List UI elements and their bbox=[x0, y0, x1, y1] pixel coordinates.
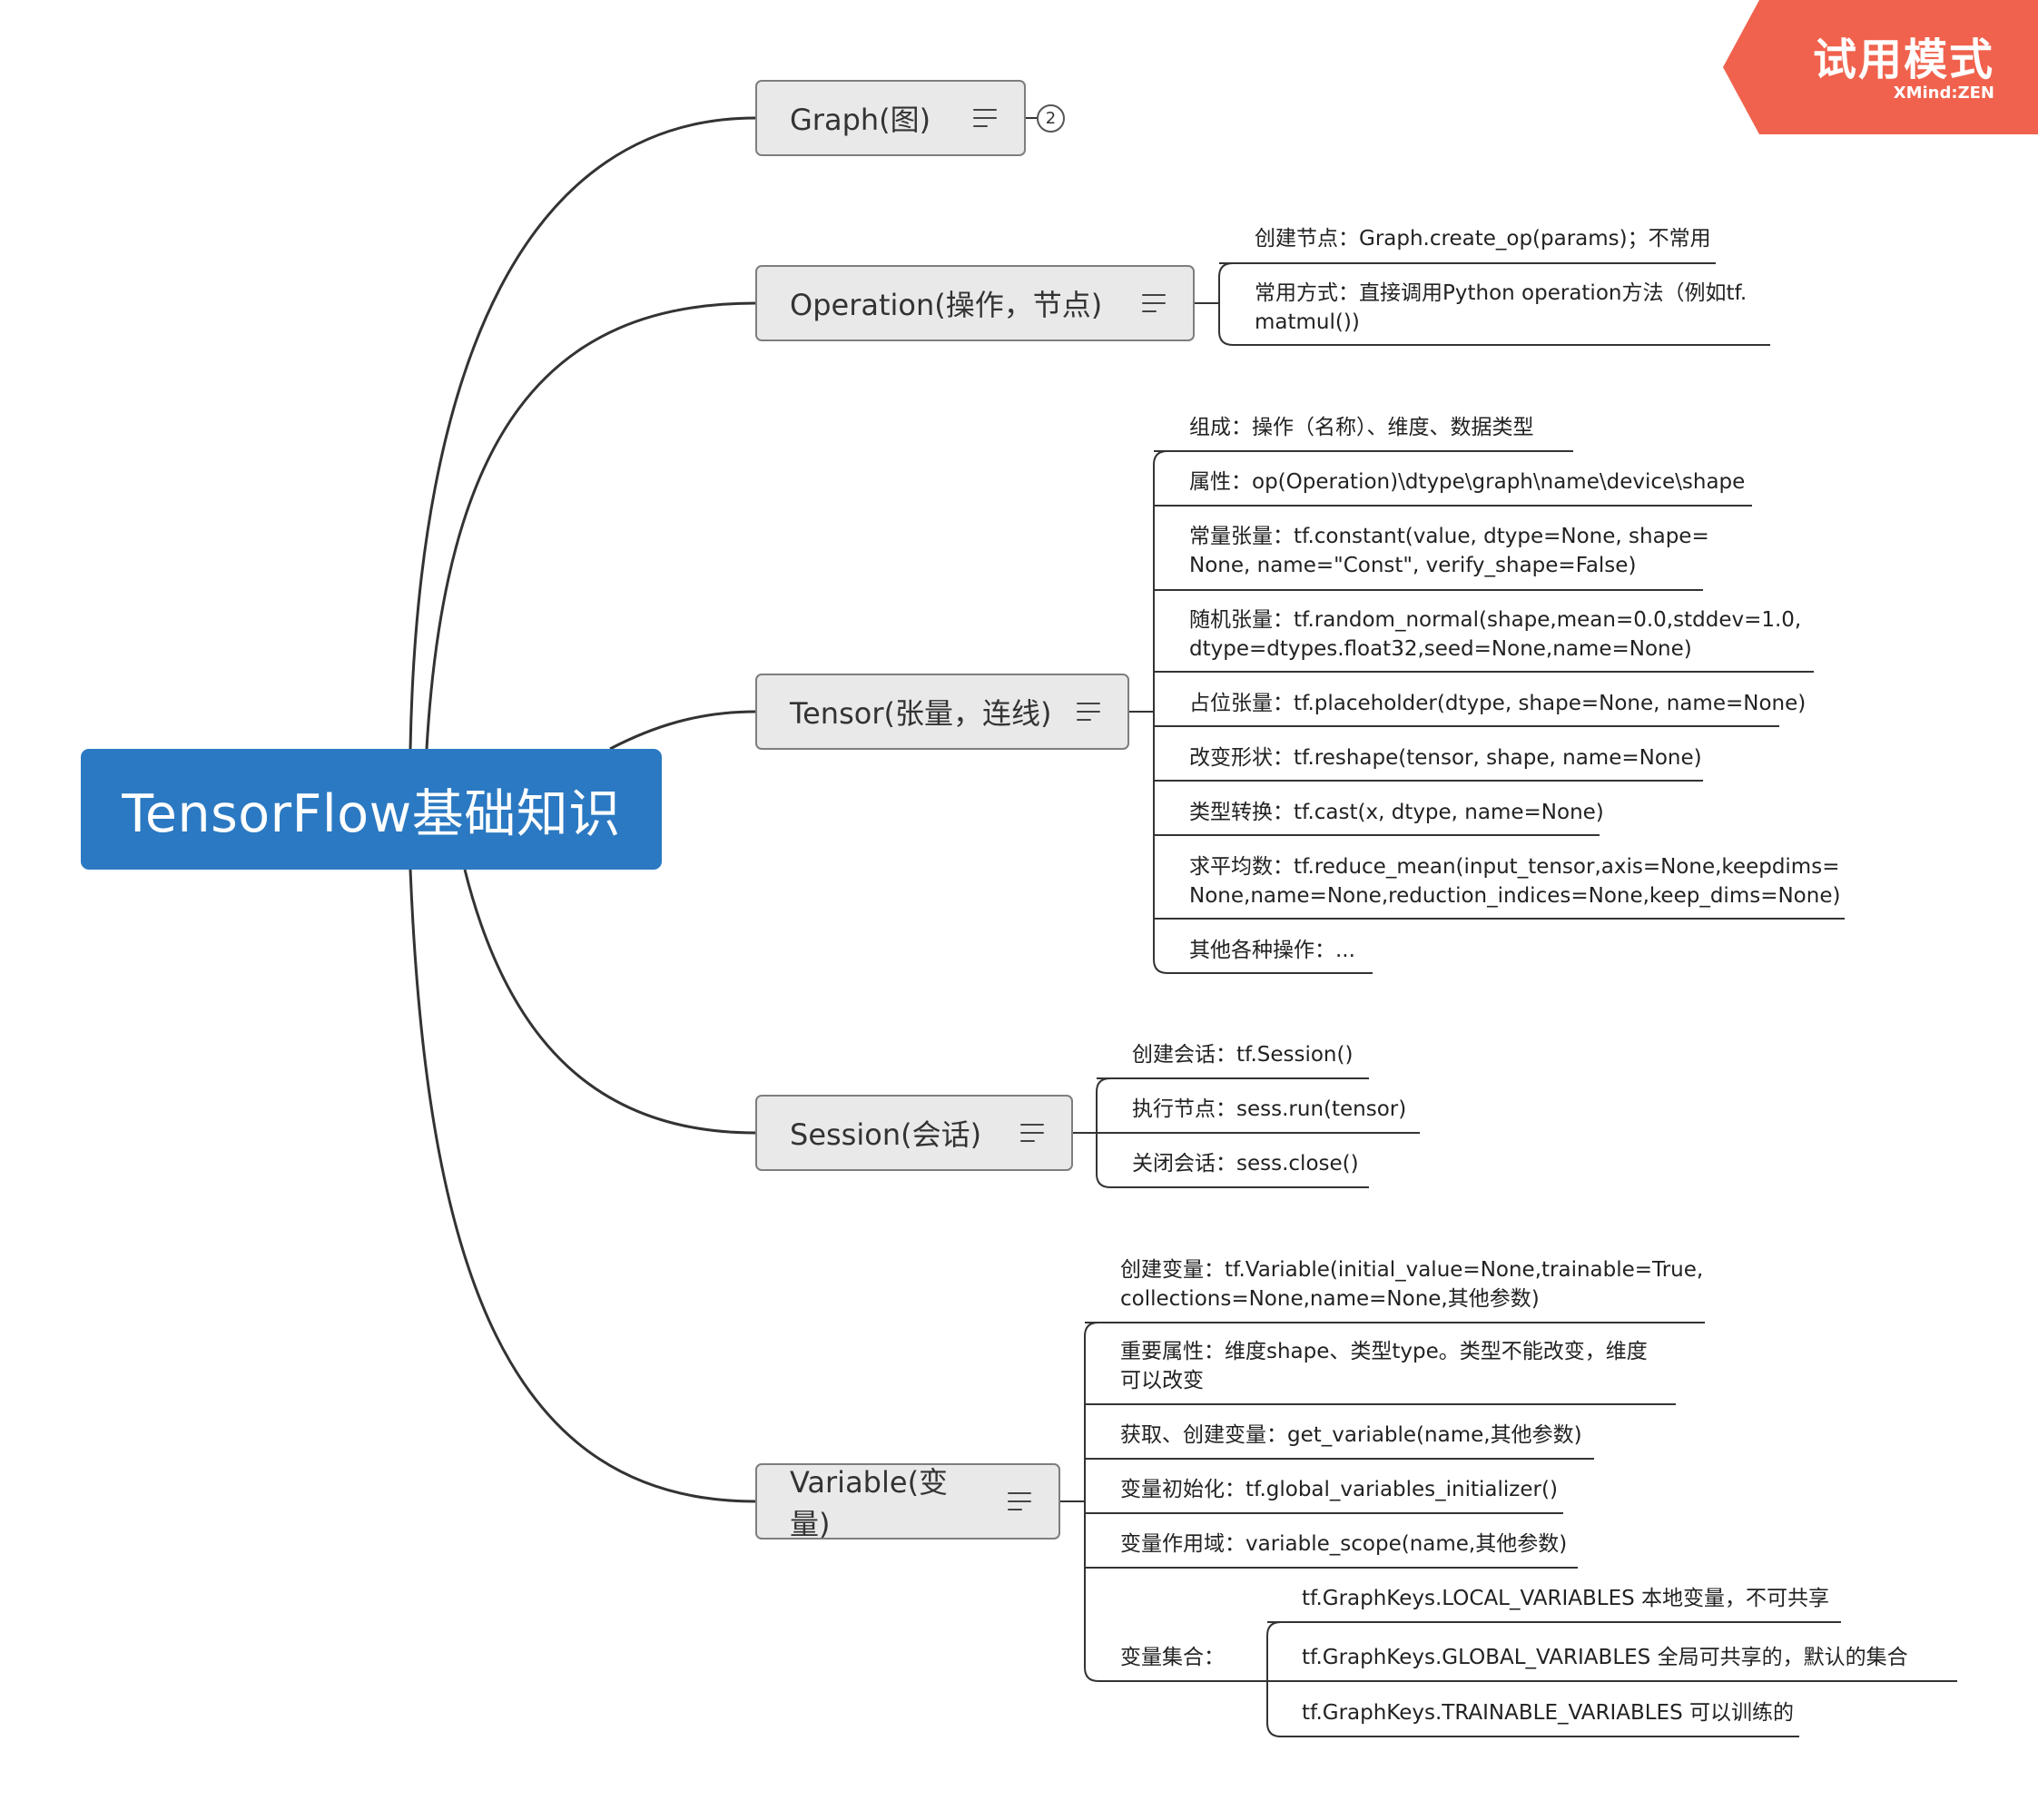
link-root-graph bbox=[409, 116, 756, 750]
subtopic-tensor-placeholder[interactable]: 占位张量：tf.placeholder(dtype, shape=None, n… bbox=[1189, 692, 1807, 715]
subtopic-tensor-constant-2[interactable]: None, name="Const", verify_shape=False) bbox=[1189, 554, 1637, 577]
trial-mode-banner: 试用模式 XMind:ZEN bbox=[1723, 0, 2038, 134]
root-topic-label: TensorFlow基础知识 bbox=[122, 783, 621, 844]
bracket-tensor bbox=[1129, 450, 1373, 974]
subtopic-tensor-composition[interactable]: 组成：操作（名称）、维度、数据类型 bbox=[1189, 416, 1534, 439]
subtopic-tensor-others[interactable]: 其他各种操作：... bbox=[1189, 939, 1355, 962]
notes-icon[interactable] bbox=[1020, 1123, 1044, 1143]
xmind-zen-brand: XMind:ZEN bbox=[1893, 84, 1994, 103]
subtopic-session-close[interactable]: 关闭会话：sess.close() bbox=[1132, 1152, 1359, 1176]
topic-variable-label: Variable(变量) bbox=[790, 1465, 949, 1541]
subtopic-tensor-cast[interactable]: 类型转换：tf.cast(x, dtype, name=None) bbox=[1189, 801, 1604, 824]
topic-tensor[interactable]: Tensor(张量，连线) bbox=[755, 674, 1129, 750]
subtopic-variable-create-2[interactable]: collections=None,name=None,其他参数) bbox=[1120, 1287, 1540, 1311]
subtopic-variable-scope[interactable]: 变量作用域：variable_scope(name,其他参数) bbox=[1120, 1532, 1568, 1556]
bracket-session bbox=[1073, 1077, 1420, 1188]
bracket-operation bbox=[1195, 262, 1770, 346]
bracket-variable bbox=[1060, 1322, 1257, 1682]
subtopic-tensor-random-1[interactable]: 随机张量：tf.random_normal(shape,mean=0.0,std… bbox=[1189, 608, 1802, 632]
subtopic-variable-create-1[interactable]: 创建变量：tf.Variable(initial_value=None,trai… bbox=[1120, 1258, 1704, 1282]
subtopic-operation-common-1[interactable]: 常用方式：直接调用Python operation方法（例如tf. bbox=[1255, 281, 1748, 305]
subtopic-session-run[interactable]: 执行节点：sess.run(tensor) bbox=[1132, 1097, 1407, 1121]
link-root-session bbox=[463, 869, 756, 1135]
subtopic-tensor-reduce-mean-1[interactable]: 求平均数：tf.reduce_mean(input_tensor,axis=No… bbox=[1189, 855, 1840, 879]
topic-operation[interactable]: Operation(操作，节点) bbox=[755, 265, 1195, 341]
root-topic[interactable]: TensorFlow基础知识 bbox=[81, 749, 662, 870]
collection-global-variables[interactable]: tf.GraphKeys.GLOBAL_VARIABLES 全局可共享的，默认的… bbox=[1302, 1646, 1908, 1669]
link-root-tensor bbox=[609, 710, 756, 751]
notes-icon[interactable] bbox=[1008, 1491, 1032, 1511]
topic-graph[interactable]: Graph(图) bbox=[755, 80, 1026, 156]
collection-local-variables[interactable]: tf.GraphKeys.LOCAL_VARIABLES 本地变量，不可共享 bbox=[1302, 1587, 1830, 1610]
topic-graph-label: Graph(图) bbox=[790, 103, 931, 137]
topic-operation-label: Operation(操作，节点) bbox=[790, 288, 1103, 322]
topic-session-label: Session(会话) bbox=[790, 1117, 982, 1152]
subtopic-variable-attributes-1[interactable]: 重要属性：维度shape、类型type。类型不能改变，维度 bbox=[1120, 1340, 1648, 1363]
underlines-tensor bbox=[1154, 450, 1845, 920]
subtopic-tensor-reduce-mean-2[interactable]: None,name=None,reduction_indices=None,ke… bbox=[1189, 884, 1841, 908]
link-root-operation bbox=[425, 301, 756, 750]
subtopic-variable-collections[interactable]: 变量集合： bbox=[1120, 1646, 1225, 1669]
subtopic-variable-attributes-2[interactable]: 可以改变 bbox=[1120, 1369, 1204, 1392]
subtopic-variable-get[interactable]: 获取、创建变量：get_variable(name,其他参数) bbox=[1120, 1423, 1582, 1447]
collection-trainable-variables[interactable]: tf.GraphKeys.TRAINABLE_VARIABLES 可以训练的 bbox=[1302, 1701, 1795, 1725]
notes-icon[interactable] bbox=[1142, 293, 1166, 313]
collapsed-count-badge[interactable]: 2 bbox=[1037, 104, 1065, 133]
subtopic-operation-create[interactable]: 创建节点：Graph.create_op(params)；不常用 bbox=[1255, 227, 1711, 251]
link-root-variable bbox=[409, 869, 756, 1503]
notes-icon[interactable] bbox=[973, 108, 997, 128]
bracket-collections bbox=[1257, 1621, 1957, 1737]
topic-variable[interactable]: Variable(变量) bbox=[755, 1463, 1060, 1541]
trial-mode-title: 试用模式 bbox=[1812, 34, 1994, 85]
underlines-variable bbox=[1085, 1322, 1705, 1569]
subtopic-tensor-reshape[interactable]: 改变形状：tf.reshape(tensor, shape, name=None… bbox=[1189, 746, 1702, 770]
subtopic-operation-common-2[interactable]: matmul()) bbox=[1255, 310, 1360, 334]
subtopic-variable-init[interactable]: 变量初始化：tf.global_variables_initializer() bbox=[1120, 1478, 1558, 1501]
subtopic-tensor-random-2[interactable]: dtype=dtypes.float32,seed=None,name=None… bbox=[1189, 637, 1692, 661]
notes-icon[interactable] bbox=[1077, 702, 1100, 722]
topic-tensor-label: Tensor(张量，连线) bbox=[790, 696, 1052, 731]
topic-session[interactable]: Session(会话) bbox=[755, 1095, 1073, 1171]
subtopic-session-create[interactable]: 创建会话：tf.Session() bbox=[1132, 1043, 1354, 1067]
subtopic-tensor-attributes[interactable]: 属性：op(Operation)\dtype\graph\name\device… bbox=[1189, 470, 1746, 494]
subtopic-tensor-constant-1[interactable]: 常量张量：tf.constant(value, dtype=None, shap… bbox=[1189, 525, 1709, 548]
